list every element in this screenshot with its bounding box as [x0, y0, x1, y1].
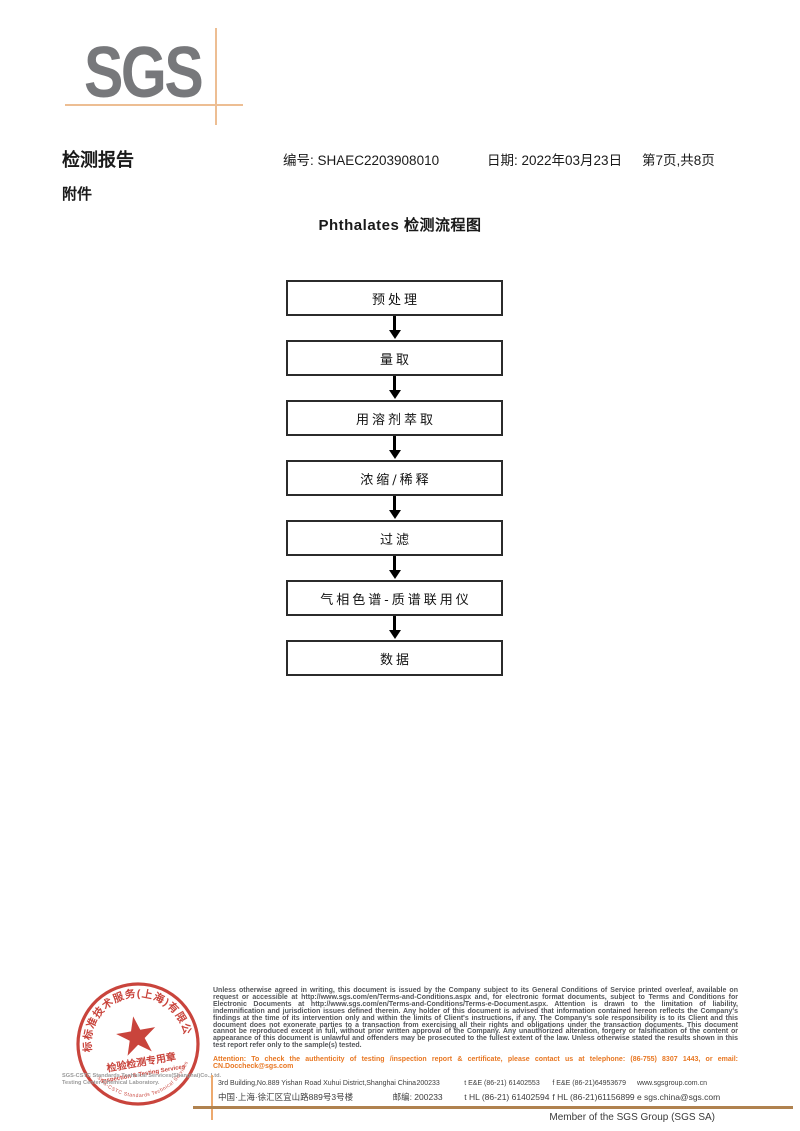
down-arrow-icon [286, 376, 503, 400]
flow-step-pretreatment: 预处理 [286, 280, 503, 316]
stamp-star-icon [116, 1016, 156, 1056]
flow-step-data: 数据 [286, 640, 503, 676]
address-cn: 中国·上海·徐汇区宜山路889号3号楼 [218, 1092, 354, 1102]
email: e sgs.china@sgs.com [636, 1092, 721, 1102]
down-arrow-icon [286, 436, 503, 460]
flow-step-gcms: 气相色谱-质谱联用仪 [286, 580, 503, 616]
flow-step-measure: 量取 [286, 340, 503, 376]
website: www.sgsgroup.com.cn [636, 1080, 707, 1087]
down-arrow-icon [286, 556, 503, 580]
fax-cn: f HL (86-21)61156899 [552, 1092, 635, 1102]
sgs-logo: SGS [62, 14, 262, 134]
inspection-stamp-seal: 通标标准技术服务(上海)有限公司 SGS-CSTC Standards Tech… [57, 962, 212, 1118]
company-name-block: SGS-CSTC Standards Technical Services(Sh… [62, 1073, 222, 1087]
flowchart: 预处理 量取 用溶剂萃取 浓缩/稀释 过滤 气相色谱-质谱联用仪 数据 [286, 280, 503, 676]
legal-disclaimer: Unless otherwise agreed in writing, this… [213, 987, 738, 1050]
sgs-logo-text: SGS [84, 33, 204, 113]
report-date: 日期: 2022年03月23日 [487, 153, 623, 168]
footer-crosshair-vertical [211, 1075, 213, 1120]
fax-en: f E&E (86-21)64953679 [552, 1080, 626, 1087]
stamp-ring-text-top: 通标标准技术服务(上海)有限公司 [57, 962, 194, 1057]
logo-crosshair-horizontal [65, 104, 243, 106]
report-number: 编号: SHAEC2203908010 [283, 153, 440, 168]
stamp-graphic: 通标标准技术服务(上海)有限公司 SGS-CSTC Standards Tech… [57, 962, 200, 1106]
address-en: 3rd Building,No.889 Yishan Road Xuhui Di… [218, 1080, 417, 1087]
attachment-label: 附件 [62, 186, 93, 203]
contact-block: 3rd Building,No.889 Yishan Road Xuhui Di… [218, 1077, 738, 1104]
attention-notice: Attention: To check the authenticity of … [213, 1056, 738, 1070]
company-lab: Testing Center-Chemical Laboratory. [62, 1080, 160, 1086]
telephone-en: t E&E (86-21) 61402553 [464, 1080, 540, 1087]
flow-step-concentrate-dilute: 浓缩/稀释 [286, 460, 503, 496]
sgs-group-member-note: Member of the SGS Group (SGS SA) [549, 1112, 715, 1123]
company-name: SGS-CSTC Standards Technical Services(Sh… [62, 1073, 222, 1079]
logo-crosshair-vertical [215, 28, 217, 125]
contact-row-english: 3rd Building,No.889 Yishan Road Xuhui Di… [218, 1077, 738, 1090]
down-arrow-icon [286, 616, 503, 640]
svg-text:通标标准技术服务(上海)有限公司: 通标标准技术服务(上海)有限公司 [64, 970, 194, 1057]
flow-step-filter: 过滤 [286, 520, 503, 556]
telephone-cn: t HL (86-21) 61402594 [464, 1092, 550, 1102]
page-indicator: 第7页,共8页 [642, 153, 715, 168]
flow-step-solvent-extraction: 用溶剂萃取 [286, 400, 503, 436]
postcode-en: 200233 [416, 1080, 440, 1087]
contact-row-chinese: 中国·上海·徐汇区宜山路889号3号楼 邮编: 200233 t HL (86-… [218, 1090, 738, 1104]
down-arrow-icon [286, 316, 503, 340]
report-title: 检测报告 [62, 150, 134, 170]
postcode-cn: 邮编: 200233 [392, 1092, 443, 1102]
footer-rule [193, 1106, 793, 1109]
flowchart-title: Phthalates 检测流程图 [318, 217, 482, 234]
down-arrow-icon [286, 496, 503, 520]
